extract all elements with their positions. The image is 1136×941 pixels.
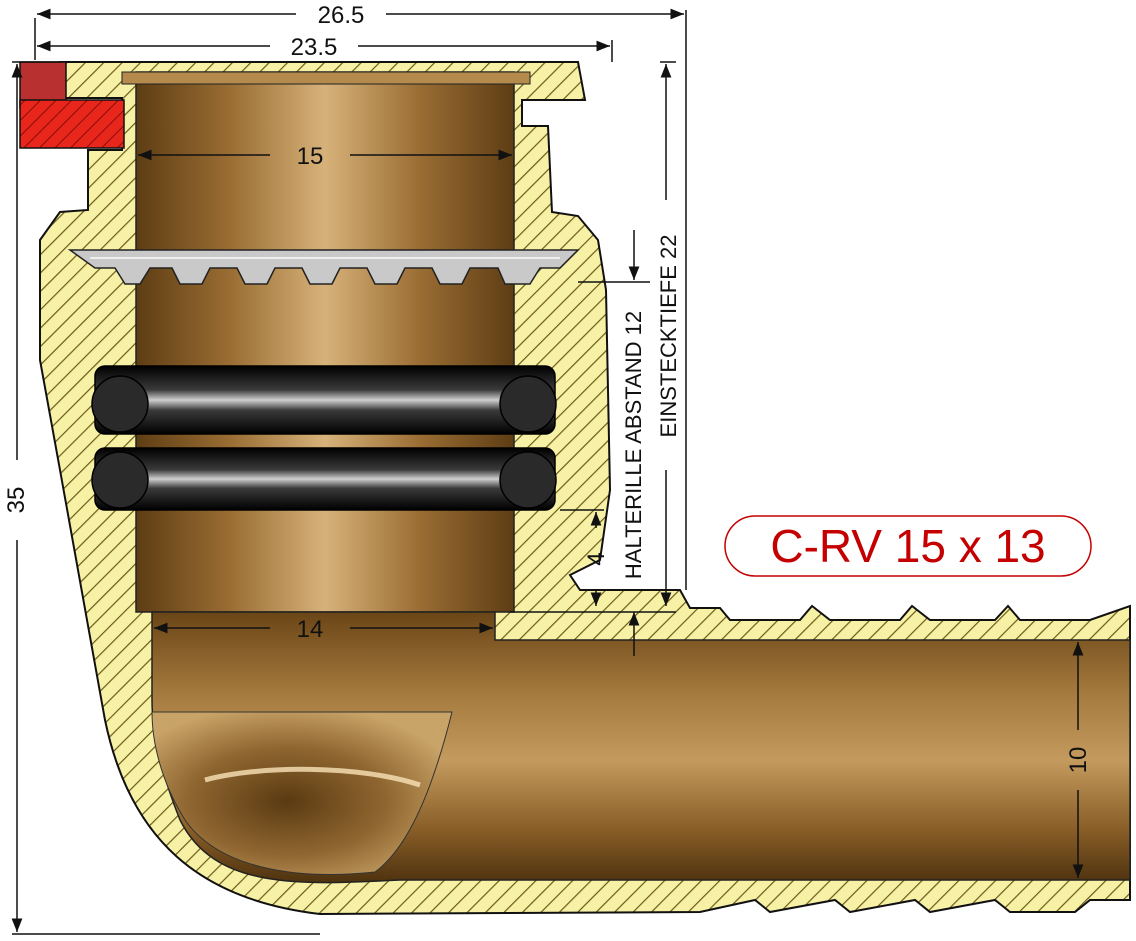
dim-overall-width: 26.5 bbox=[318, 2, 365, 29]
product-label-box: C-RV 15 x 13 bbox=[724, 515, 1092, 577]
socket-bore bbox=[121, 71, 531, 613]
dim-overall-height: 35 bbox=[3, 487, 30, 514]
annotation-holding-distance: HALTERILLE ABSTAND 12 bbox=[621, 311, 646, 579]
dim-inner-diameter-top: 15 bbox=[297, 143, 324, 170]
dim-outer-body-width: 23.5 bbox=[291, 34, 338, 61]
o-rings bbox=[91, 365, 557, 511]
outlet-bore bbox=[151, 611, 1131, 884]
stainless-retaining-ring bbox=[67, 249, 580, 285]
annotation-insertion-depth: EINSTECKTIEFE 22 bbox=[656, 235, 681, 438]
product-label-text: C-RV 15 x 13 bbox=[770, 520, 1045, 572]
dim-inner-diameter-lower: 14 bbox=[297, 616, 324, 643]
dim-retaining-ridge-offset: 4 bbox=[583, 552, 610, 565]
red-release-cap bbox=[19, 61, 125, 149]
dim-bore-diameter: 10 bbox=[1065, 747, 1092, 774]
dimension-lines bbox=[11, 8, 1084, 935]
